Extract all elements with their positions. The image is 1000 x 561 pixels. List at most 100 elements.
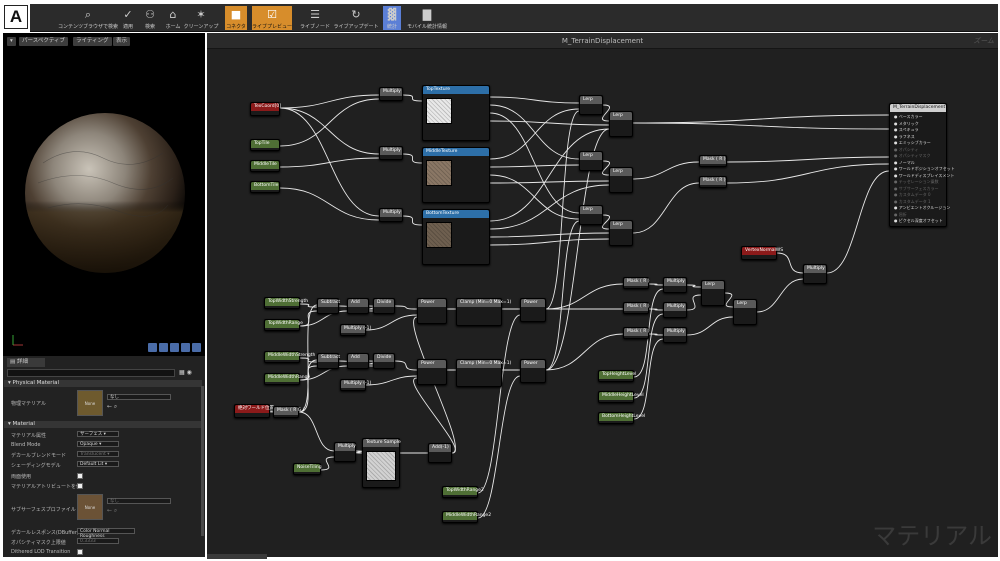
node-p_th[interactable]: TopHeightLevel	[598, 370, 636, 382]
node-bottile[interactable]: BottomTile	[250, 181, 280, 193]
result-pin[interactable]: ● ワールドディスプレイスメント	[894, 172, 955, 178]
details-scrollbar[interactable]	[201, 386, 204, 536]
result-pin[interactable]: ● カスタムデータ 1	[894, 198, 931, 204]
viewport-view-buttons[interactable]	[148, 343, 201, 352]
toolbar-button-0[interactable]: ⌕コンテンツブラウザで検索	[58, 6, 118, 31]
result-pin[interactable]: ● スペキュラ	[894, 127, 919, 132]
toolbar-button-3[interactable]: ⌂ホーム	[164, 6, 182, 30]
node-toptile[interactable]: TopTile	[250, 139, 280, 151]
material-section[interactable]: ▾ Material	[4, 421, 202, 428]
node-toptex[interactable]: TopTexture	[422, 85, 490, 141]
node-midtex[interactable]: MiddleTexture	[422, 147, 490, 203]
perspective-button[interactable]: パースペクティブ	[19, 37, 69, 46]
details-tab[interactable]: ▤ 詳細	[7, 358, 45, 367]
node-mul1[interactable]: Multiply	[379, 87, 403, 101]
node-mul2[interactable]: Multiply	[379, 146, 403, 160]
preview-viewport[interactable]: ▾ パースペクティブ ライティング 表示	[3, 33, 205, 356]
viewport-menu-button[interactable]: ▾	[7, 37, 16, 46]
phys-mat-thumbnail[interactable]: None	[77, 390, 103, 416]
node-maskRG[interactable]: Mask ( R G )	[273, 406, 304, 418]
node-sub1[interactable]: Subtract	[317, 298, 340, 314]
node-div1[interactable]: Divide	[373, 298, 395, 314]
node-lerp3[interactable]: Lerp	[579, 151, 603, 171]
node-objpos[interactable]: 絶対ワールド位置	[234, 404, 274, 418]
view-teapot-icon[interactable]	[192, 343, 201, 352]
node-addN[interactable]: Add(-1)	[428, 443, 452, 463]
material-prop-dropdown[interactable]: サーフェス ▾	[77, 431, 119, 437]
result-pin[interactable]: ● メタリック	[894, 120, 919, 126]
node-lerpB[interactable]: Lerp	[733, 299, 757, 325]
node-pow2[interactable]: Power	[417, 359, 447, 385]
toolbar-button-10[interactable]: ▇モバイル統計情報	[406, 6, 448, 30]
result-pin[interactable]: ● ピクセル深度オフセット	[894, 218, 943, 223]
node-pow4[interactable]: Power	[520, 359, 546, 383]
result-pin[interactable]: ● サブサーフェスカラー	[894, 185, 939, 191]
node-p_thr[interactable]: TopWidthRange2	[442, 486, 484, 498]
result-pin[interactable]: ● オパシティ	[894, 146, 919, 152]
result-pin[interactable]: ● カスタムデータ 0	[894, 192, 931, 197]
node-mulC[interactable]: Multiply	[663, 327, 687, 343]
result-pin[interactable]: ● テッセレーション乗数	[894, 179, 939, 184]
node-lerp5[interactable]: Lerp	[579, 205, 603, 225]
phys-mat-dropdown[interactable]: なし	[107, 394, 171, 400]
node-maskC[interactable]: Mask ( R )	[623, 327, 650, 339]
node-div2[interactable]: Divide	[373, 353, 395, 369]
node-noiseTile[interactable]: NoiseTiling	[293, 463, 322, 475]
view-plane-icon[interactable]	[170, 343, 179, 352]
node-add2[interactable]: Add	[347, 353, 369, 369]
node-mulB[interactable]: Multiply	[663, 302, 687, 318]
node-p_ms[interactable]: MiddleWidthStrength	[264, 351, 315, 363]
lighting-button[interactable]: ライティング	[73, 37, 112, 46]
node-p_mh[interactable]: MiddleHeightLevel	[598, 391, 644, 403]
node-lerp1[interactable]: Lerp	[579, 95, 603, 115]
node-lerp6[interactable]: Lerp	[609, 220, 633, 246]
material-prop-dropdown[interactable]: Translucent ▾	[77, 451, 119, 457]
fwd-checkbox[interactable]	[77, 483, 83, 489]
result-pin[interactable]: ● ラフネス	[894, 133, 915, 139]
subsurface-dropdown[interactable]: なし	[107, 498, 171, 504]
show-button[interactable]: 表示	[113, 37, 131, 46]
node-pow3[interactable]: Power	[520, 298, 546, 322]
result-pin[interactable]: ● エミッシブカラー	[894, 140, 931, 145]
view-options-icon[interactable]: ▦ ◉	[179, 369, 192, 376]
node-clamp2[interactable]: Clamp (Min=0 Max=1)	[456, 359, 511, 387]
node-bottex[interactable]: BottomTexture	[422, 209, 490, 265]
node-mulN[interactable]: Multiply	[334, 442, 356, 462]
node-sub2[interactable]: Subtract	[317, 353, 340, 369]
toolbar-button-7[interactable]: ☰ライブノード	[300, 6, 330, 30]
result-pin[interactable]: ● 屈折	[894, 211, 907, 217]
node-mul5[interactable]: Multiply (-1)	[340, 324, 371, 336]
dither-checkbox[interactable]	[77, 549, 83, 555]
result-pin[interactable]: ● ワールドポジションオフセット	[894, 166, 955, 171]
view-cube-icon[interactable]	[181, 343, 190, 352]
node-pow1[interactable]: Power	[417, 298, 447, 324]
toolbar-button-6[interactable]: ☑ライブプレビュー	[252, 6, 292, 30]
material-prop-dropdown[interactable]: Default Lit ▾	[77, 461, 119, 467]
subsurface-thumbnail[interactable]: None	[77, 494, 103, 520]
node-lerpA[interactable]: Lerp	[701, 280, 725, 306]
node-texsample[interactable]: Texture Sample	[362, 438, 401, 488]
node-mask2[interactable]: Mask ( R )	[699, 176, 727, 188]
node-mulA[interactable]: Multiply	[663, 277, 687, 293]
graph-bottom-tab[interactable]	[207, 554, 267, 559]
node-p_ts[interactable]: TopWidthStrength	[264, 297, 308, 309]
node-p_bh[interactable]: BottomHeightLevel	[598, 412, 645, 424]
node-texcoord[interactable]: TexCoord[0]	[250, 102, 281, 116]
opacity-field[interactable]: 0.3333	[77, 538, 119, 544]
view-sphere-icon[interactable]	[148, 343, 157, 352]
toolbar-button-5[interactable]: ■コネクタ	[225, 6, 247, 30]
node-mask1[interactable]: Mask ( R )	[699, 155, 727, 167]
result-pin[interactable]: ● ノーマル	[894, 159, 915, 165]
node-add1[interactable]: Add	[347, 298, 369, 314]
result-pin[interactable]: ● アンビエントオクルージョン	[894, 205, 951, 210]
node-mul6[interactable]: Multiply (-1)	[340, 379, 371, 391]
node-p_tr[interactable]: TopWidthRange	[264, 319, 303, 331]
toolbar-button-4[interactable]: ✶クリーンアップ	[184, 6, 219, 30]
node-mul3[interactable]: Multiply	[379, 208, 403, 222]
details-search-input[interactable]	[7, 369, 175, 377]
node-lerp4[interactable]: Lerp	[609, 167, 633, 193]
browse-icon[interactable]: ← ⌕	[107, 403, 118, 410]
node-result[interactable]: M_TerrainDisplacement● ベースカラー● メタリック● スペ…	[889, 103, 955, 227]
node-maskB[interactable]: Mask ( R )	[623, 302, 650, 314]
